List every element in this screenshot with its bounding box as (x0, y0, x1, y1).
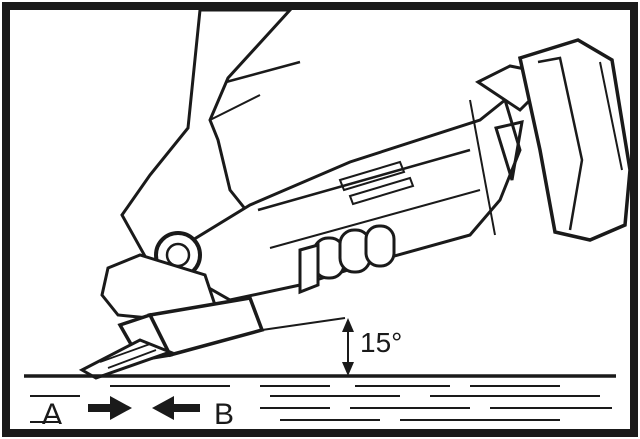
arm-contour-line (225, 60, 301, 84)
handle-grip-line (469, 99, 496, 236)
battery-edge-line (537, 56, 584, 231)
switch-triangle (494, 120, 524, 181)
arrow-left-icon (152, 396, 200, 420)
label-b: B (214, 398, 234, 431)
angle-reference-line (261, 317, 346, 331)
angle-label: 15° (360, 327, 402, 358)
angle-arrow-up (342, 318, 354, 332)
battery-pack (517, 38, 632, 242)
surface-texture-lines (30, 385, 612, 431)
battery-ridge-line (599, 61, 623, 171)
arm-sleeve-line (209, 94, 261, 121)
body-seam-line-lower (269, 189, 481, 249)
vent-slot (348, 176, 415, 206)
label-a: A (42, 398, 62, 431)
body-seam-line (257, 148, 471, 212)
disc-hatch (99, 343, 157, 369)
hand-fingers (298, 224, 396, 295)
grinding-disc (78, 338, 175, 380)
angle-arrow-down (342, 362, 354, 376)
arrow-right-icon (88, 396, 132, 420)
vent-slot (338, 160, 406, 192)
